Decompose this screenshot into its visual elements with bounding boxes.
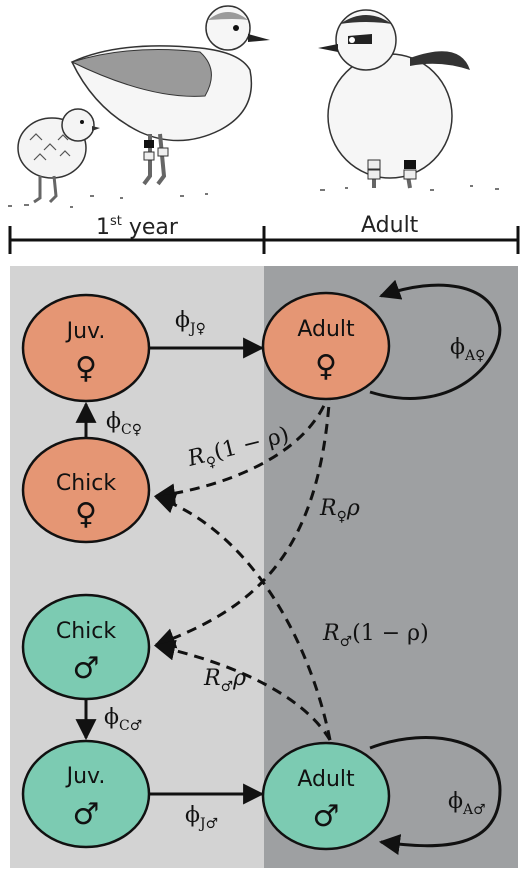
node-chick-male: Chick ♂ — [21, 593, 151, 701]
node-juv-female-label: Juv. — [65, 319, 106, 344]
node-adult-male: Adult ♂ — [261, 741, 391, 851]
reproduction-arcs — [153, 389, 332, 741]
node-juv-female: Juv. ♀ — [21, 293, 151, 403]
label-phi-c-female: ϕC♀ — [106, 409, 142, 438]
node-chick-female-symbol: ♀ — [75, 497, 97, 532]
node-adult-female-symbol: ♀ — [315, 349, 337, 384]
arc-adult-male-to-chick-male — [153, 639, 332, 741]
label-r-female-rho: R♀ρ — [319, 496, 360, 525]
node-chick-male-symbol: ♂ — [73, 651, 100, 686]
node-adult-female: Adult ♀ — [261, 291, 391, 401]
timeline-first-year-label: 1st year — [96, 214, 179, 240]
label-phi-j-female: ϕJ♀ — [175, 308, 206, 337]
label-r-male-rho: R♂ρ — [203, 666, 246, 695]
node-chick-female-label: Chick — [56, 471, 117, 496]
transition-arrows — [75, 279, 502, 855]
label-phi-a-male: ϕA♂ — [448, 789, 486, 818]
label-r-male-1-minus-rho: R♂(1 − ρ) — [322, 621, 429, 650]
node-adult-male-symbol: ♂ — [313, 799, 340, 834]
adult-plover-illustration — [318, 9, 470, 189]
timeline: 1st year Adult — [8, 213, 520, 254]
node-juv-male: Juv. ♂ — [21, 739, 151, 849]
node-juv-male-label: Juv. — [65, 764, 106, 789]
arc-adult-female-to-chick-female — [153, 389, 332, 505]
label-phi-c-male: ϕC♂ — [104, 705, 142, 734]
juvenile-plover-illustration — [70, 5, 270, 186]
ground-speckle — [8, 185, 499, 208]
node-juv-male-symbol: ♂ — [73, 797, 100, 832]
loop-adult-male — [369, 736, 502, 855]
label-phi-a-female: ϕA♀ — [450, 335, 485, 364]
node-chick-male-label: Chick — [56, 619, 117, 644]
node-adult-female-label: Adult — [297, 317, 355, 342]
chick-illustration — [17, 108, 100, 204]
loop-adult-female — [369, 279, 502, 400]
timeline-adult-label: Adult — [361, 213, 419, 238]
node-juv-female-symbol: ♀ — [75, 351, 97, 386]
node-adult-male-label: Adult — [297, 767, 355, 792]
arc-adult-female-to-chick-male — [154, 389, 332, 649]
node-chick-female: Chick ♀ — [21, 436, 151, 544]
arc-adult-male-to-chick-female — [154, 493, 332, 741]
label-phi-j-male: ϕJ♂ — [185, 803, 218, 832]
